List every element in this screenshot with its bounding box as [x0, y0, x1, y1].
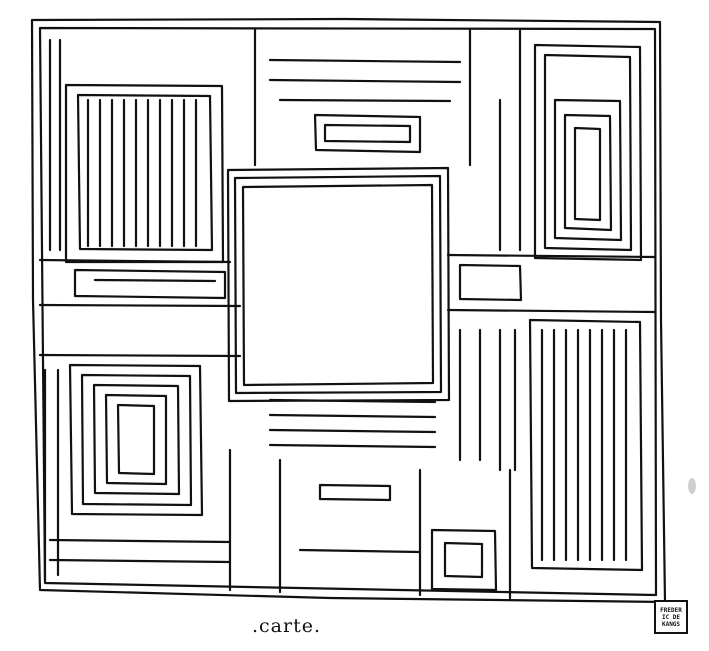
- caption-text: .carte.: [252, 615, 322, 637]
- bottom-middle-blocks: [268, 398, 498, 592]
- maze-corridors: [38, 28, 657, 600]
- signature-line-1: FREDER: [660, 606, 682, 614]
- bottom-left-spiral: [68, 363, 204, 517]
- signature-line-2: IC DE: [661, 613, 681, 621]
- top-middle-comb: [268, 58, 462, 154]
- central-void-border: [226, 166, 451, 403]
- ink-smudge: [688, 478, 696, 494]
- top-right-spiral: [533, 43, 643, 262]
- bottom-right-stripes: [528, 318, 644, 572]
- signature-stamp: FREDER IC DE KANGS: [654, 600, 688, 634]
- top-left-stripes: [64, 83, 225, 264]
- signature-line-3: KANGS: [661, 620, 681, 628]
